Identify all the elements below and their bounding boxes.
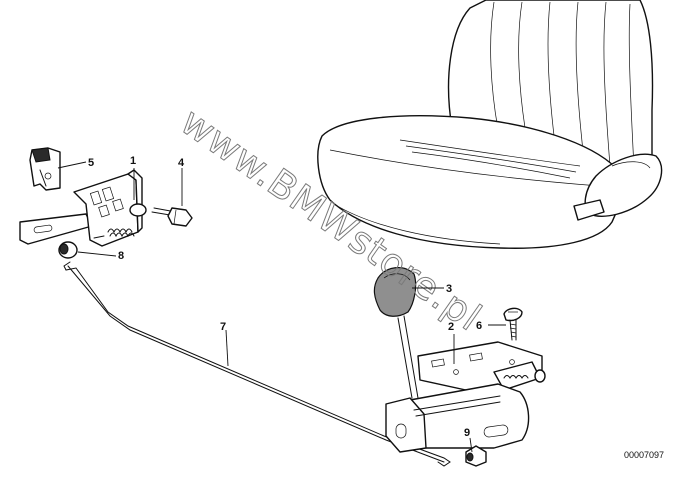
callout-6: 6 — [476, 320, 482, 332]
part-1-latch-bracket — [19, 169, 147, 247]
part-6-screw — [503, 307, 523, 341]
reference-number: 00007097 — [624, 450, 664, 460]
callout-5: 5 — [88, 157, 94, 169]
part-3-handle-knob — [373, 267, 419, 399]
callout-1: 1 — [130, 155, 136, 167]
callout-7: 7 — [220, 321, 226, 333]
part-4-bolt — [151, 207, 193, 227]
part-9-nut — [465, 445, 487, 467]
callout-4: 4 — [178, 157, 185, 169]
callout-2: 2 — [448, 321, 454, 333]
part-2-slide-mechanism — [385, 341, 546, 453]
callout-9: 9 — [464, 427, 470, 439]
part-8-nut — [58, 241, 78, 259]
callout-3: 3 — [446, 283, 452, 295]
leader-lines — [57, 161, 506, 453]
callout-8: 8 — [118, 250, 124, 262]
part-5-clip — [29, 147, 61, 191]
seat-illustration — [317, 0, 663, 249]
